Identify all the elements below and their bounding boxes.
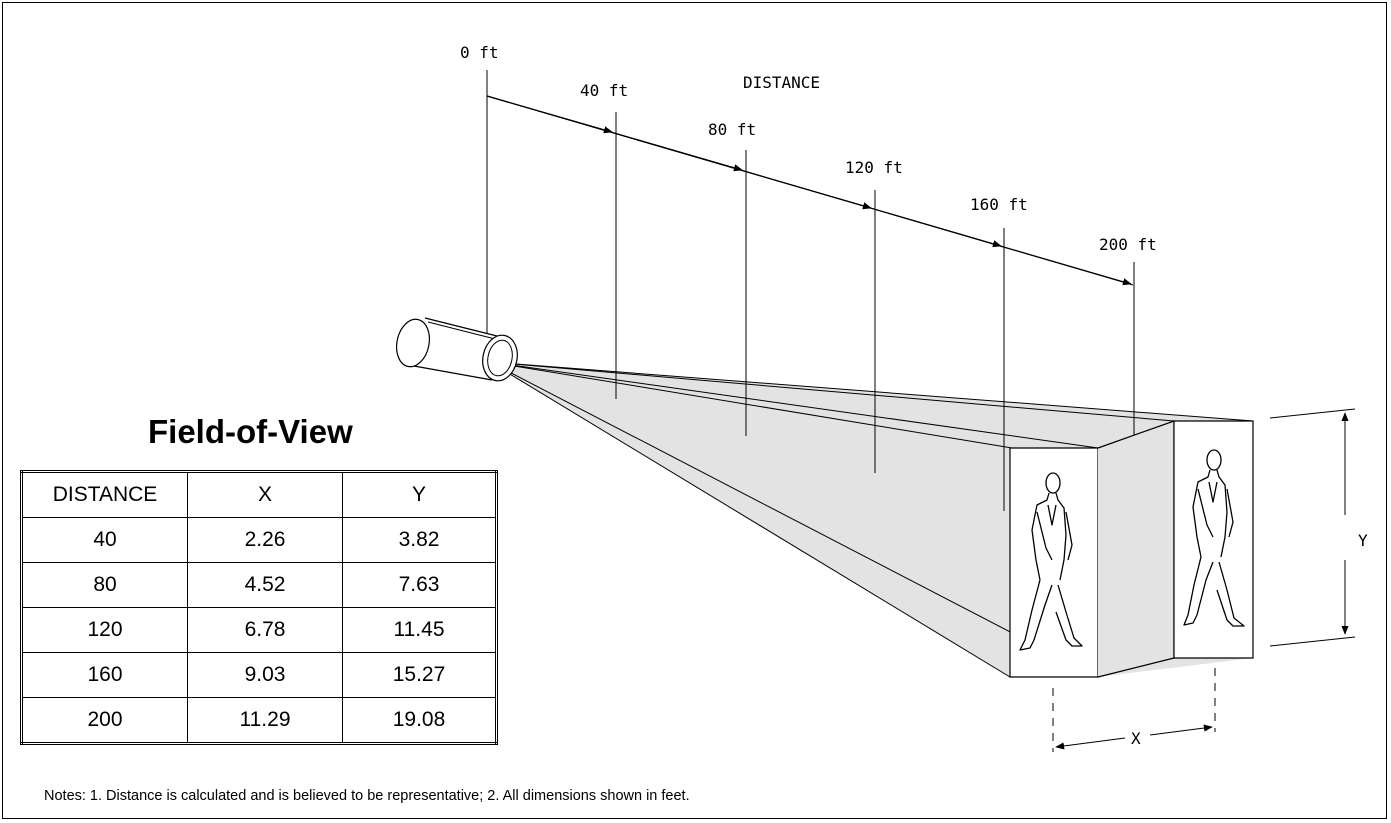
x-dimension: X (1052, 668, 1216, 752)
target-block-far (1173, 420, 1254, 659)
x-dimension-label: X (1131, 729, 1141, 748)
table-row: 120 6.78 11.45 (21, 607, 497, 653)
table-cell: 11.45 (342, 607, 497, 653)
table-cell: 3.82 (342, 517, 497, 563)
table-cell: 7.63 (342, 562, 497, 608)
walking-person-icon (1019, 472, 1083, 651)
table-cell: 11.29 (187, 697, 343, 744)
distance-marker-160: 160 ft (970, 195, 1028, 214)
table-cell: 15.27 (342, 652, 497, 698)
table-cell: 40 (21, 517, 188, 563)
fov-table: DISTANCE X Y 40 2.26 3.82 80 4.52 7.63 1… (20, 470, 498, 745)
distance-marker-40: 40 ft (580, 81, 628, 100)
table-cell: 2.26 (187, 517, 343, 563)
camera-icon (395, 317, 518, 384)
distance-labels: DISTANCE 0 ft 40 ft 80 ft 120 ft 160 ft … (460, 43, 1157, 254)
column-header-x: X (187, 471, 343, 518)
table-row: 80 4.52 7.63 (21, 562, 497, 608)
distance-title: DISTANCE (743, 73, 820, 92)
table-cell: 160 (21, 652, 188, 698)
distance-axis (486, 70, 1135, 548)
distance-marker-80: 80 ft (708, 120, 756, 139)
distance-marker-200: 200 ft (1099, 235, 1157, 254)
column-header-y: Y (342, 471, 497, 518)
table-cell: 19.08 (342, 697, 497, 744)
y-dimension: Y (1269, 408, 1368, 647)
table-row: 160 9.03 15.27 (21, 652, 497, 698)
walking-person-icon (1183, 449, 1245, 627)
table-cell: 120 (21, 607, 188, 653)
notes-text: Notes: 1. Distance is calculated and is … (44, 788, 690, 804)
target-block-near (1009, 420, 1175, 678)
distance-marker-120: 120 ft (845, 158, 903, 177)
fov-table-title: Field-of-View (148, 413, 353, 450)
table-cell: 6.78 (187, 607, 343, 653)
column-header-distance: DISTANCE (21, 471, 188, 518)
y-dimension-label: Y (1358, 531, 1368, 550)
table-cell: 80 (21, 562, 188, 608)
table-row: 200 11.29 19.08 (21, 697, 497, 744)
table-cell: 200 (21, 697, 188, 744)
table-header-row: DISTANCE X Y (21, 471, 497, 518)
table-row: 40 2.26 3.82 (21, 517, 497, 563)
table-cell: 9.03 (187, 652, 343, 698)
distance-marker-0: 0 ft (460, 43, 499, 62)
table-cell: 4.52 (187, 562, 343, 608)
